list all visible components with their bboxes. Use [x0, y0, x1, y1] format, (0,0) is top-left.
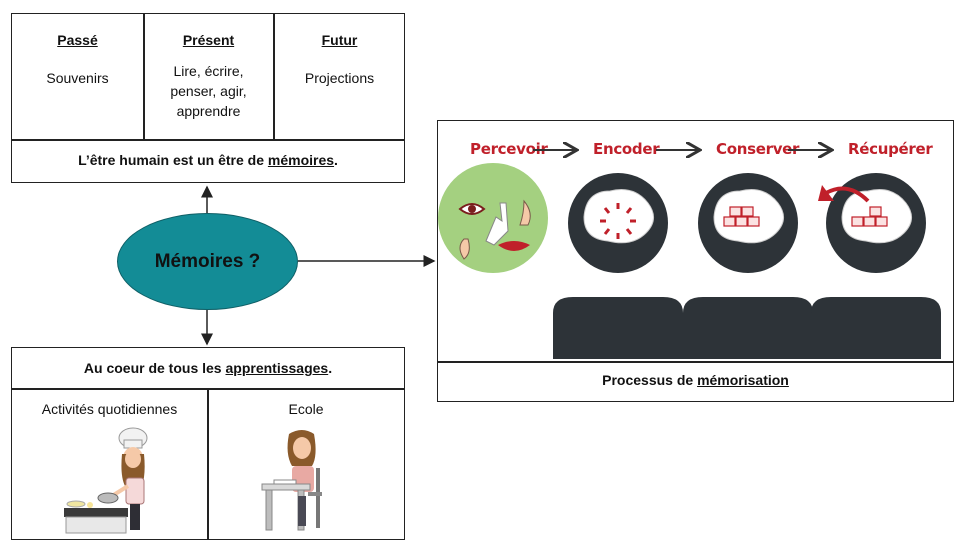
column-present: Présent Lire, écrire, penser, agir, appr…	[143, 32, 274, 121]
step-encode: Encoder	[593, 140, 660, 158]
process-illustration	[438, 121, 941, 359]
caption-text: Processus de	[602, 372, 698, 388]
head-encoding	[553, 173, 683, 359]
head-storing	[683, 173, 813, 359]
process-caption: Processus de mémorisation	[438, 372, 953, 388]
divider	[143, 14, 145, 139]
step-store: Conserver	[716, 140, 800, 158]
caption-suffix: .	[328, 360, 333, 376]
daily-activities-label: Activités quotidiennes	[41, 401, 178, 417]
column-text: Souvenirs	[46, 70, 109, 86]
head-retrieving	[811, 173, 941, 359]
column-text: Lire, écrire, penser, agir, apprendre	[170, 63, 247, 119]
learning-caption: Au coeur de tous les apprentissages.	[12, 360, 404, 376]
senses-icon	[438, 163, 548, 273]
column-heading: Futur	[321, 32, 358, 48]
student-desk-illustration	[261, 430, 322, 531]
caption-suffix: .	[334, 152, 338, 168]
column-heading: Passé	[57, 32, 98, 48]
school-label: Ecole	[288, 401, 324, 417]
column-future: Futur Projections	[274, 32, 405, 88]
center-label: Mémoires ?	[154, 250, 261, 272]
divider	[273, 14, 275, 139]
caption-text: Au coeur de tous les	[83, 360, 226, 376]
caption-keyword: apprentissages	[225, 360, 329, 376]
column-text: Projections	[304, 70, 375, 86]
chef-cooking-illustration	[64, 427, 148, 534]
step-retrieve: Récupérer	[848, 140, 933, 158]
learning-table: Au coeur de tous les apprentissages. Act…	[11, 347, 405, 540]
column-heading: Présent	[182, 32, 235, 48]
divider	[12, 139, 404, 141]
caption-text: L’être humain est un être de	[78, 152, 268, 168]
step-perceive: Percevoir	[470, 140, 548, 158]
column-past: Passé Souvenirs	[12, 32, 143, 88]
caption-keyword: mémoires	[267, 152, 335, 168]
time-table: Passé Souvenirs Présent Lire, écrire, pe…	[11, 13, 405, 183]
center-ellipse: Mémoires ?	[117, 213, 298, 310]
divider	[207, 388, 209, 540]
caption-keyword: mémorisation	[697, 372, 789, 388]
divider	[438, 361, 953, 363]
time-table-caption: L’être humain est un être de mémoires.	[12, 152, 404, 168]
